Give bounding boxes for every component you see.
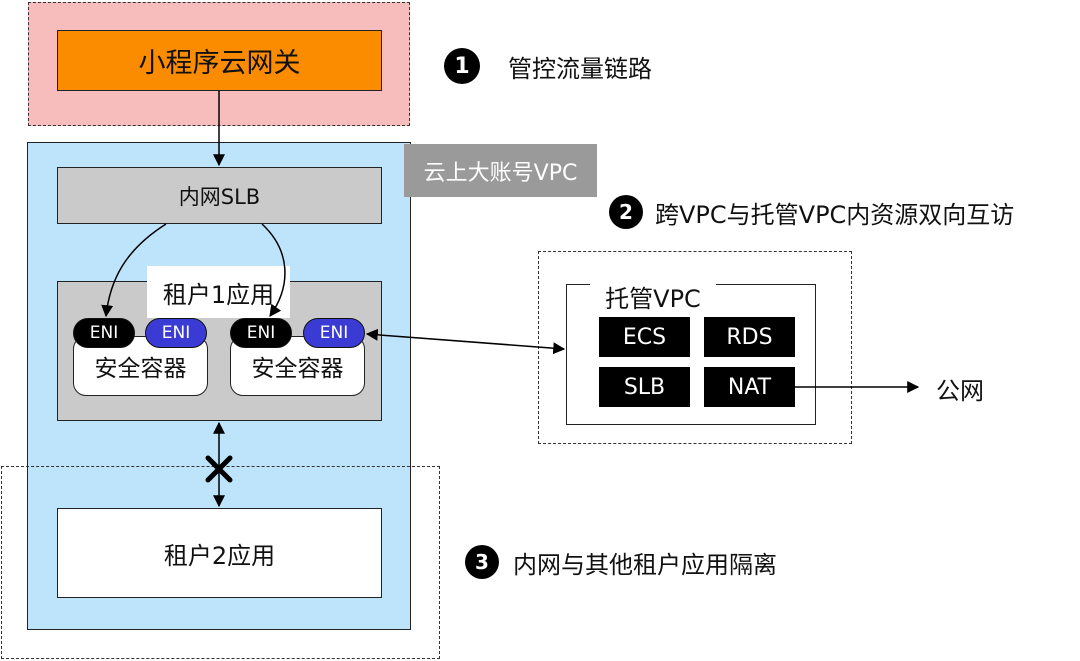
eni-badge-primary: ENI bbox=[230, 318, 292, 348]
tenant2-app-box: 租户2应用 bbox=[57, 508, 382, 598]
callout-number-1: 1 bbox=[444, 48, 480, 84]
managed-vpc-label: 托管VPC bbox=[590, 278, 716, 314]
service-rds: RDS bbox=[704, 317, 795, 357]
eni-badge-secondary: ENI bbox=[145, 318, 207, 348]
service-ecs: ECS bbox=[599, 317, 690, 357]
service-nat: NAT bbox=[704, 367, 795, 407]
service-slb: SLB bbox=[599, 367, 690, 407]
internet-label: 公网 bbox=[936, 376, 984, 405]
internal-slb: 内网SLB bbox=[57, 167, 382, 224]
callout-text-3: 内网与其他租户应用隔离 bbox=[513, 550, 777, 579]
mini-program-cloud-gateway: 小程序云网关 bbox=[57, 30, 382, 91]
callout-text-2: 跨VPC与托管VPC内资源双向互访 bbox=[655, 200, 1015, 229]
callout-text-1: 管控流量链路 bbox=[508, 54, 652, 83]
cloud-vpc-tag: 云上大账号VPC bbox=[404, 144, 597, 197]
callout-number-2: 2 bbox=[609, 195, 643, 229]
eni-badge-primary: ENI bbox=[73, 318, 135, 348]
eni-badge-secondary: ENI bbox=[303, 318, 365, 348]
tenant1-app-label: 租户1应用 bbox=[147, 266, 290, 318]
callout-number-3: 3 bbox=[465, 545, 499, 579]
